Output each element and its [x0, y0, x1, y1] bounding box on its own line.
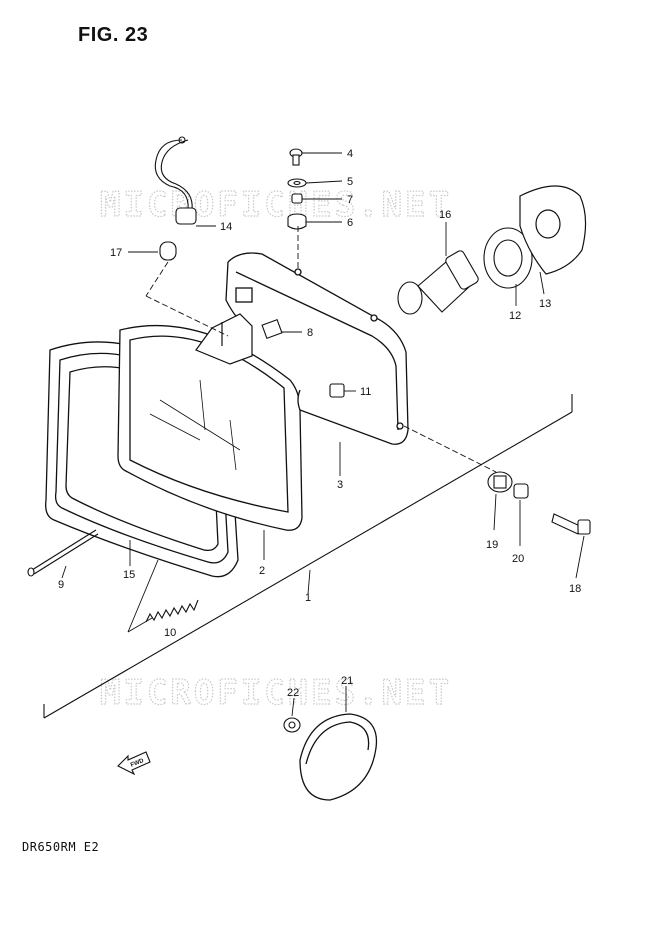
callout-14: 14 [220, 221, 232, 233]
nut-part-8 [261, 318, 283, 340]
washer-part-5 [287, 178, 307, 188]
leader-lines [61, 152, 585, 717]
headlight-housing [225, 252, 409, 445]
dust-cover-part-13 [519, 185, 587, 275]
callout-16: 16 [439, 209, 451, 221]
watermark-top: MICROFICHES.NET [100, 185, 452, 225]
screw-part-4 [289, 148, 303, 166]
nut-part-22 [283, 717, 301, 733]
model-code: DR650RM E2 [22, 840, 100, 854]
spacer-part-7 [291, 193, 303, 204]
callout-8: 8 [307, 327, 313, 339]
figure-title: FIG. 23 [78, 24, 149, 46]
callout-22: 22 [287, 687, 299, 699]
fwd-label: FWD [130, 758, 146, 769]
adjuster-part-19 [487, 471, 513, 493]
callout-20: 20 [512, 553, 524, 565]
callout-4: 4 [347, 148, 353, 160]
callout-15: 15 [123, 569, 135, 581]
callout-1: 1 [305, 592, 311, 604]
callout-19: 19 [486, 539, 498, 551]
callout-9: 9 [58, 579, 64, 591]
callout-7: 7 [347, 194, 353, 206]
spring-part-10 [145, 599, 199, 623]
screw-part-18 [551, 513, 591, 535]
bulb-part-17 [159, 241, 177, 261]
nut-part-11 [329, 383, 345, 398]
bulb-socket-part-12 [483, 227, 533, 289]
callout-17: 17 [110, 247, 122, 259]
cap-part-21 [299, 713, 378, 801]
callout-2: 2 [259, 565, 265, 577]
mounting-bracket [195, 313, 253, 365]
fwd-arrow-icon: FWD [117, 751, 151, 776]
callout-12: 12 [509, 310, 521, 322]
callout-13: 13 [539, 298, 551, 310]
headlight-bulb-part-16 [397, 250, 479, 315]
watermark-bottom: MICROFICHES.NET [100, 673, 452, 713]
callout-3: 3 [337, 479, 343, 491]
callout-18: 18 [569, 583, 581, 595]
callout-6: 6 [347, 217, 353, 229]
callout-11: 11 [360, 386, 371, 398]
callout-21: 21 [341, 675, 353, 687]
callout-10: 10 [164, 627, 176, 639]
assembly-boundary [43, 394, 573, 719]
screw-part-9 [27, 529, 99, 577]
socket-wire-part-14 [154, 136, 197, 225]
collar-part-20 [513, 483, 529, 499]
grommet-part-6 [287, 213, 307, 230]
callout-5: 5 [347, 176, 353, 188]
